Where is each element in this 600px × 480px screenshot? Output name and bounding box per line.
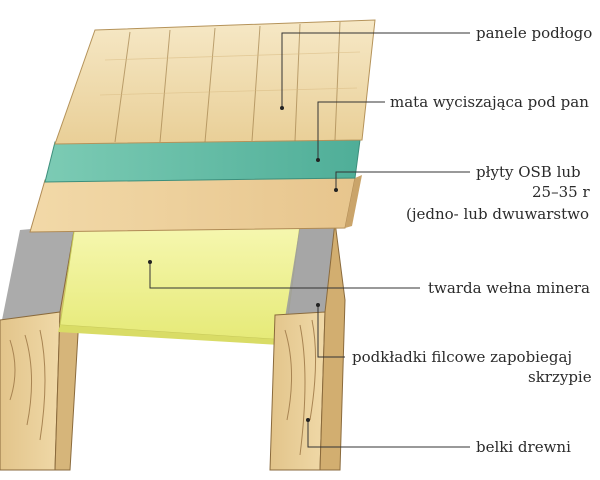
right-felt-pad [285,222,335,318]
label-felt-line2: skrzypie [528,368,592,386]
leader-felt [317,305,345,358]
label-felt-line1: podkładki filcowe zapobiegaj [352,348,573,366]
left-felt-pad [0,225,75,330]
right-beam [269,221,346,471]
leader-wool [149,262,420,289]
label-floor-panels: panele podłogo [476,24,593,42]
label-osb-line3: (jedno- lub dwuwarstwo [406,205,589,223]
floor-panels [54,19,376,145]
label-mineral-wool: twarda wełna minera [428,279,590,297]
leader-dots [148,106,338,422]
label-wooden-beams: belki drewni [476,438,571,456]
leader-lines [149,32,470,448]
mineral-wool-block [58,224,301,345]
label-osb-line2: 25–35 r [532,183,590,201]
acoustic-mat [44,139,361,183]
leader-osb [335,171,470,190]
leader-panels [281,32,470,108]
leader-beams [307,420,470,448]
osb-board [29,175,362,233]
left-beam [0,224,81,471]
leader-mat [317,101,385,160]
label-acoustic-mat: mata wyciszająca pod pan [390,93,589,111]
label-osb-line1: płyty OSB lub [476,163,581,181]
